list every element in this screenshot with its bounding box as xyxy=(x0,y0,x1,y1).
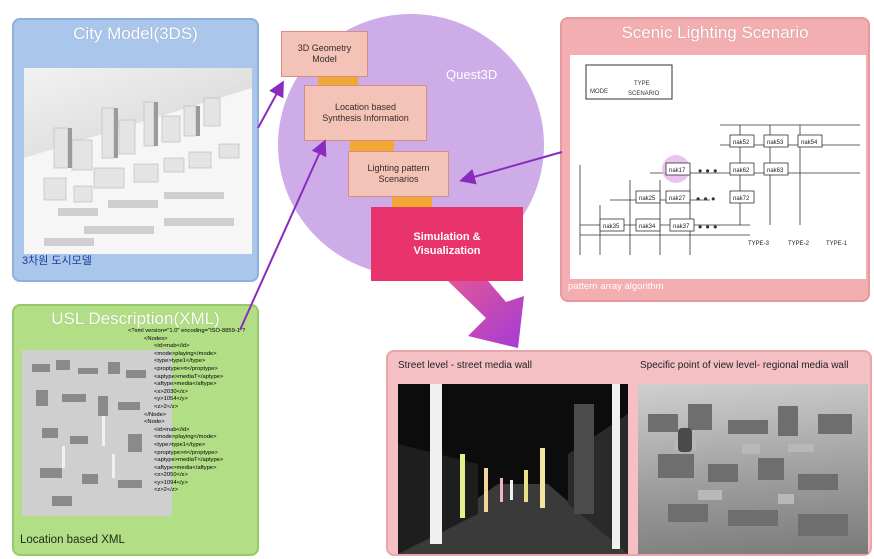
node-label: nak54 xyxy=(801,140,818,146)
street-level-label: Street level - street media wall xyxy=(398,360,532,371)
xml-line: <x>2030</x> xyxy=(154,388,188,395)
simulation-visualization-box: Simulation & Visualization xyxy=(371,207,523,281)
xml-line: <z>2</z> xyxy=(154,487,179,494)
xml-line: <id>mab</id> xyxy=(154,343,190,350)
connector-bar xyxy=(392,197,432,208)
svg-text:• • •: • • • xyxy=(698,220,717,234)
svg-text:• • •: • • • xyxy=(696,192,715,206)
node-label: nak72 xyxy=(733,196,750,202)
arrow-usl-to-location xyxy=(239,139,327,331)
city-model-image xyxy=(24,68,252,254)
node-label: nak34 xyxy=(639,224,656,230)
xml-line: <type>type1</type> xyxy=(154,358,206,365)
geometry-model-box: 3D Geometry Model xyxy=(281,31,368,77)
xml-line: <proptype>rt</proptype> xyxy=(154,365,218,372)
connector-bar xyxy=(318,77,358,87)
type-label: TYPE-1 xyxy=(826,241,848,247)
usl-description-caption: Location based XML xyxy=(20,534,125,546)
scenic-lighting-title: Scenic Lighting Scenario xyxy=(621,23,809,42)
city-model-panel: City Model(3DS) xyxy=(12,18,259,282)
node-label: nak25 xyxy=(639,196,656,202)
lighting-pattern-box: Lighting pattern Scenarios xyxy=(348,151,449,197)
usl-map-render xyxy=(22,350,172,516)
city-model-title: City Model(3DS) xyxy=(73,24,198,43)
arrow-simulation-to-visualization xyxy=(448,281,524,348)
usl-map-image xyxy=(22,350,172,516)
xml-line: <id>mab</id> xyxy=(154,426,190,433)
xml-line: <mode>playing</mode> xyxy=(154,350,217,357)
diagram-type-label: TYPE xyxy=(634,81,650,87)
scenic-lighting-caption: pattern array algorithm xyxy=(568,281,664,292)
usl-description-panel: USL Description(XML) xyxy=(12,304,259,556)
xml-line: <type>type1</type> xyxy=(154,441,206,448)
diagram-scenario-label: SCENARIO xyxy=(628,91,660,97)
svg-text:• • •: • • • xyxy=(698,164,717,178)
node-label: nak53 xyxy=(767,140,784,146)
xml-line: <Nodes> xyxy=(144,335,168,342)
xml-line: <aftype>media</aftype> xyxy=(154,381,217,388)
xml-line: <mode>playing</mode> xyxy=(154,434,217,441)
type-label: TYPE-3 xyxy=(748,241,770,247)
node-label: nak17 xyxy=(669,168,686,174)
node-label: nak27 xyxy=(669,196,686,202)
usl-description-title: USL Description(XML) xyxy=(51,309,220,328)
node-label: nak35 xyxy=(603,224,620,230)
quest3d-label: Quest3D xyxy=(446,67,498,82)
xml-line: <aftype>media</aftype> xyxy=(154,464,217,471)
xml-line: <z>2</z> xyxy=(154,403,179,410)
node-label: nak62 xyxy=(733,168,750,174)
arrow-city-to-geometry xyxy=(257,80,284,129)
street-level-svg xyxy=(398,384,628,554)
xml-line: <?xml version="1.0" encoding="ISO-8859-1… xyxy=(128,328,246,334)
node-label: nak63 xyxy=(767,168,784,174)
city-model-render xyxy=(24,88,252,254)
xml-line: <y>1054</y> xyxy=(154,396,188,403)
node-label: nak37 xyxy=(673,224,690,230)
xml-code-block: <?xml version="1.0" encoding="ISO-8859-1… xyxy=(128,328,328,495)
pattern-array-diagram: MODE TYPE SCENARIO xyxy=(570,55,866,279)
xml-line: <aptype>mediaT</aptype> xyxy=(154,373,224,380)
scenic-lighting-panel: Scenic Lighting Scenario MODE TYPE SCENA… xyxy=(560,17,870,302)
location-synthesis-box: Location based Synthesis Information xyxy=(304,85,427,141)
xml-line: <aptype>mediaT</aptype> xyxy=(154,457,224,464)
xml-line: <proptype>rt</proptype> xyxy=(154,449,218,456)
connector-bar xyxy=(350,141,394,152)
regional-view-label: Specific point of view level- regional m… xyxy=(640,360,849,371)
xml-line: <y>1094</y> xyxy=(154,479,188,486)
node-label: nak52 xyxy=(733,140,750,146)
xml-line: <x>2050</x> xyxy=(154,472,188,479)
visualization-panel: Street level - street media wall Specifi… xyxy=(386,350,872,556)
type-label: TYPE-2 xyxy=(788,241,810,247)
street-level-render xyxy=(398,384,628,554)
regional-view-render xyxy=(638,384,868,554)
arrow-scenic-to-lighting xyxy=(459,151,563,185)
regional-view-svg xyxy=(648,404,852,536)
xml-line: </Node> xyxy=(144,411,167,418)
xml-line: <Node> xyxy=(144,419,165,426)
city-model-caption: 3차원 도시모델 xyxy=(22,255,92,267)
diagram-mode-label: MODE xyxy=(590,89,608,95)
pattern-array-svg: MODE TYPE SCENARIO xyxy=(579,64,860,255)
